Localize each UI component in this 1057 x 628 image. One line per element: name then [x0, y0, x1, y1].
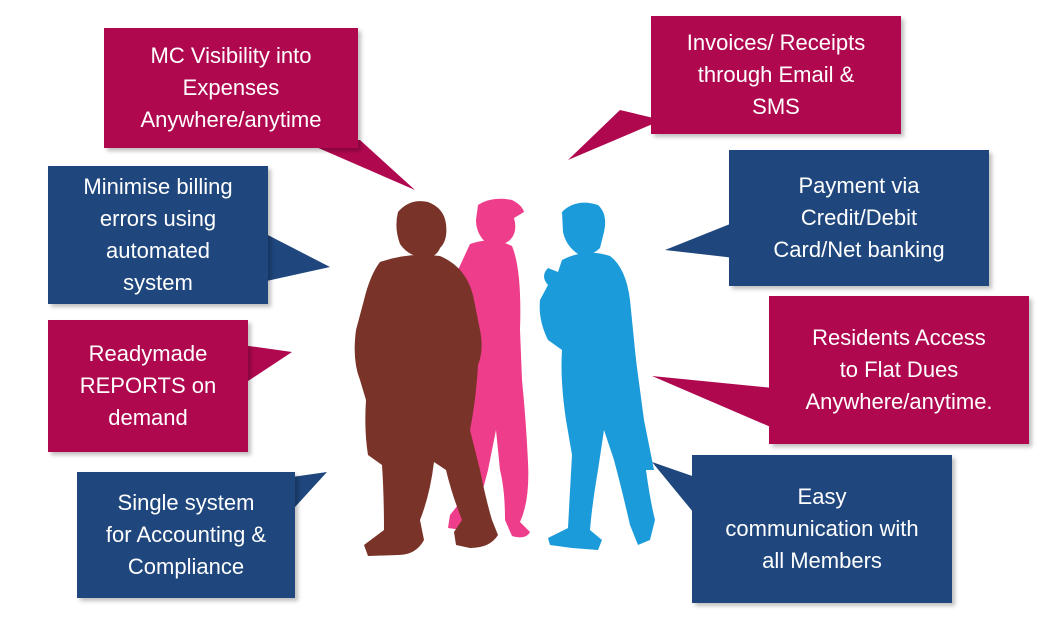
- bubble-payment: Payment via Credit/Debit Card/Net bankin…: [729, 150, 989, 286]
- tail-invoices: [568, 110, 662, 160]
- bubble-residents-access: Residents Access to Flat Dues Anywhere/a…: [769, 296, 1029, 444]
- person-left-silhouette: [354, 201, 498, 556]
- bubble-minimise-errors: Minimise billing errors using automated …: [48, 166, 268, 304]
- tail-communication: [652, 462, 698, 518]
- tail-single-system: [285, 472, 327, 518]
- tail-mc-visibility: [300, 140, 415, 190]
- person-right-silhouette: [539, 202, 655, 551]
- tail-reports: [242, 345, 292, 385]
- bubble-reports: Readymade REPORTS on demand: [48, 320, 248, 452]
- tail-minimise-errors: [262, 232, 330, 282]
- bubble-mc-visibility: MC Visibility into Expenses Anywhere/any…: [104, 28, 358, 148]
- bubble-invoices: Invoices/ Receipts through Email & SMS: [651, 16, 901, 134]
- bubble-communication: Easy communication with all Members: [692, 455, 952, 603]
- tail-payment: [665, 222, 735, 258]
- tail-residents-access: [652, 376, 773, 428]
- bubble-single-system: Single system for Accounting & Complianc…: [77, 472, 295, 598]
